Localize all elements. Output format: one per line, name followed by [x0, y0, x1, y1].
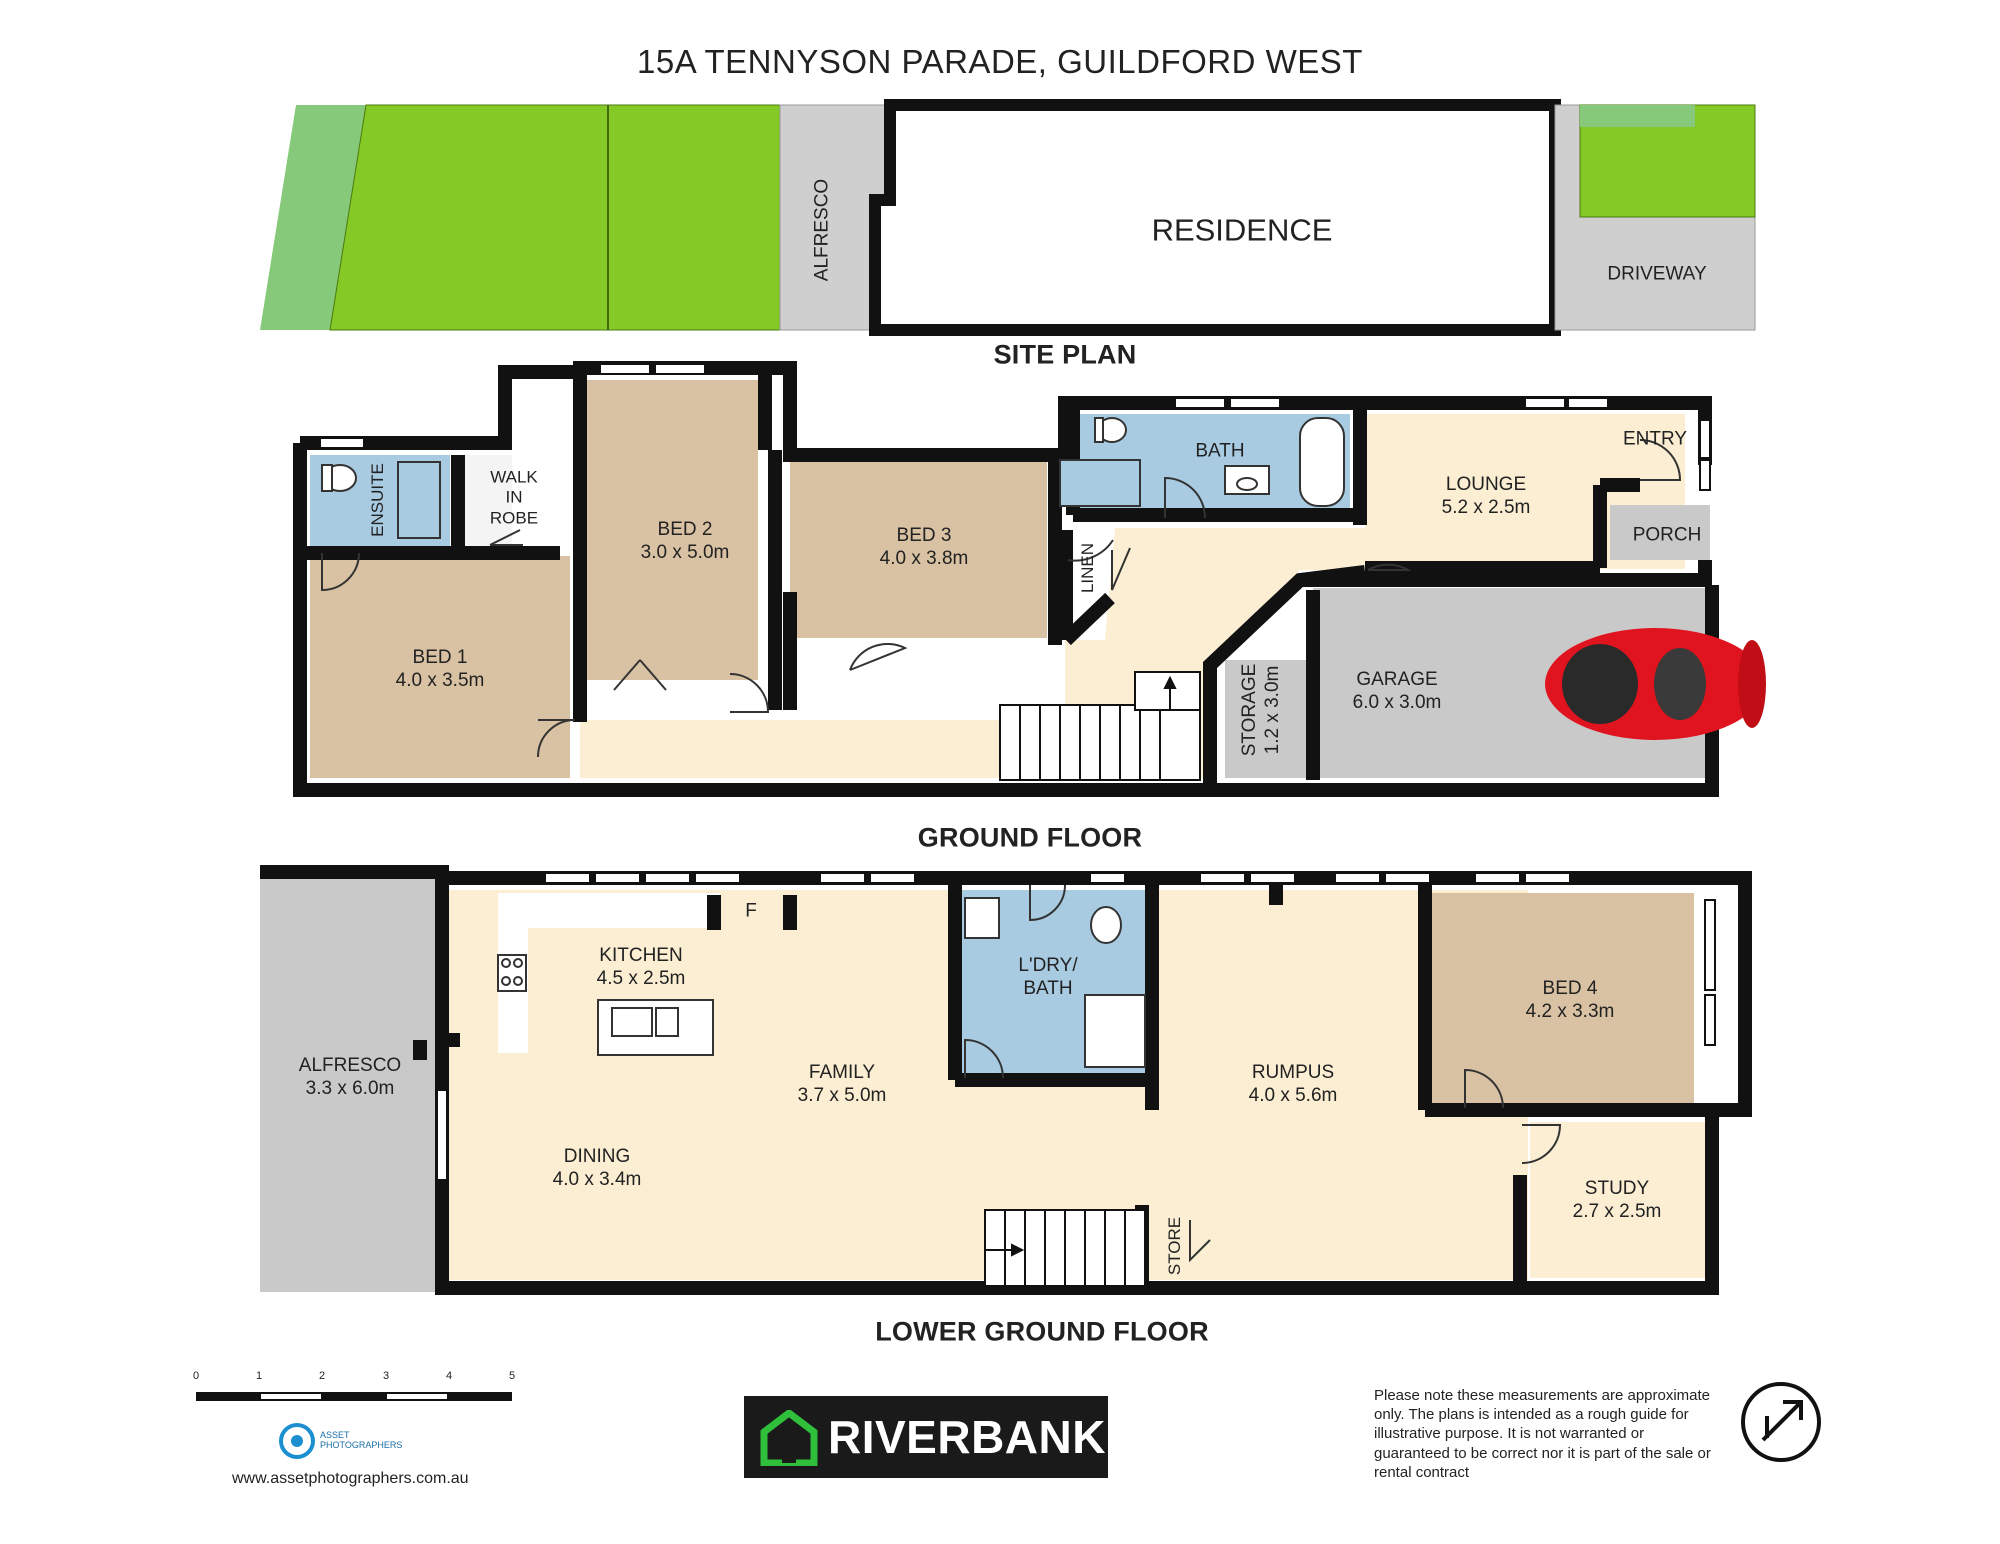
hall-floor: [580, 520, 1600, 778]
ensuite-label: ENSUITE: [367, 463, 387, 537]
scale-tick: 2: [318, 1370, 326, 1382]
asset-photographers-logo: ASSET PHOTOGRAPHERS: [278, 1422, 418, 1462]
ground-floor-heading: GROUND FLOOR: [917, 822, 1143, 853]
lower-floor-fixtures: [497, 897, 1146, 1068]
ground-floor-doors: [321, 439, 1682, 758]
ground-floor-windows: [319, 363, 1711, 491]
photographer-website: www.assetphotographers.com.au: [232, 1470, 469, 1487]
ground-floor-fixtures: [321, 417, 1345, 539]
lower-ground-floor: [260, 865, 1752, 1295]
bed1-floor: [310, 556, 570, 778]
entry-label: ENTRY: [1622, 428, 1688, 450]
study-floor: [1530, 1122, 1705, 1278]
site-plan: [260, 99, 1756, 336]
site-residence-label: RESIDENCE: [1151, 212, 1333, 248]
north-arrow-icon: [1741, 1382, 1821, 1462]
scale-bar-segments: [196, 1392, 512, 1401]
ground-floor: [293, 361, 1766, 797]
car-icon: [1545, 628, 1766, 740]
scale-bar: 0 1 2 3 4 5: [188, 1370, 518, 1410]
scale-tick: 5: [508, 1370, 516, 1382]
property-address-title: 15A TENNYSON PARADE, GUILDFORD WEST: [637, 43, 1363, 80]
walk-in-robe-label: WALK IN ROBE: [489, 467, 539, 528]
site-alfresco-label: ALFRESCO: [811, 178, 833, 282]
storage-floor: [1225, 660, 1313, 778]
riverbank-logo: RIVERBANK: [744, 1396, 1108, 1478]
photographer-name: ASSET PHOTOGRAPHERS: [320, 1430, 403, 1450]
camera-aperture-icon: [279, 1423, 315, 1459]
scale-tick: 4: [445, 1370, 453, 1382]
lawn-strip-light: [260, 105, 366, 330]
linen-label: LINEN: [1077, 542, 1097, 594]
ground-floor-walls: [293, 361, 1719, 797]
ground-floor-stairs: [999, 671, 1201, 781]
fridge-label: F: [745, 900, 757, 922]
porch-label: PORCH: [1632, 524, 1702, 546]
alfresco-floor: [260, 872, 435, 1292]
bed3-floor: [790, 462, 1047, 638]
scale-tick: 3: [382, 1370, 390, 1382]
bed4-floor: [1432, 893, 1694, 1105]
lawn-main: [329, 104, 781, 331]
lower-floor-windows: [436, 872, 1716, 1181]
store-label: STORE: [1164, 1216, 1184, 1276]
scale-tick: 1: [255, 1370, 263, 1382]
kitchen-bench-top: [498, 893, 720, 928]
lower-ground-floor-heading: LOWER GROUND FLOOR: [875, 1316, 1209, 1347]
house-logo-icon: [760, 1410, 818, 1466]
lower-floor-stairs: [984, 1209, 1146, 1287]
porch-floor: [1610, 505, 1710, 560]
bed2-floor: [586, 380, 758, 680]
site-plan-heading: SITE PLAN: [993, 339, 1137, 370]
agency-name: RIVERBANK: [828, 1411, 1106, 1463]
site-driveway-label: DRIVEWAY: [1607, 263, 1707, 285]
laundry-bath-label: L'DRY/BATH: [1018, 955, 1078, 999]
hall-upper-floor: [512, 372, 566, 552]
lower-floor-doors: [964, 884, 1562, 1263]
scale-tick: 0: [192, 1370, 200, 1382]
disclaimer-text: Please note these measurements are appro…: [1374, 1387, 1711, 1481]
bath-label: BATH: [1195, 440, 1245, 462]
